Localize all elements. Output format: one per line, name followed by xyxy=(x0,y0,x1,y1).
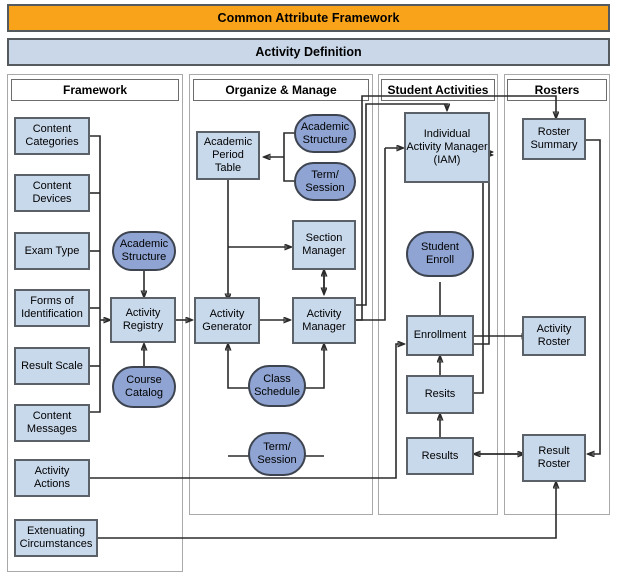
node-exam-type[interactable]: Exam Type xyxy=(14,232,90,270)
node-content-categories[interactable]: Content Categories xyxy=(14,117,90,155)
node-individual-activity-manager[interactable]: Individual Activity Manager (IAM) xyxy=(404,112,490,183)
node-extenuating-circumstances[interactable]: Extenuating Circumstances xyxy=(14,519,98,557)
node-section-manager[interactable]: Section Manager xyxy=(292,220,356,270)
node-class-schedule[interactable]: Class Schedule xyxy=(248,365,306,407)
node-enrollment[interactable]: Enrollment xyxy=(406,315,474,356)
panel-framework xyxy=(7,74,183,572)
node-result-roster[interactable]: Result Roster xyxy=(522,434,586,482)
panel-student-activities xyxy=(378,74,498,515)
node-resits[interactable]: Resits xyxy=(406,375,474,414)
node-result-scale[interactable]: Result Scale xyxy=(14,347,90,385)
node-student-enroll[interactable]: Student Enroll xyxy=(406,231,474,277)
node-academic-structure-framework[interactable]: Academic Structure xyxy=(112,231,176,271)
node-term-session-bottom[interactable]: Term/ Session xyxy=(248,432,306,476)
page-title-banner: Common Attribute Framework xyxy=(7,4,610,32)
node-activity-registry[interactable]: Activity Registry xyxy=(110,297,176,343)
panel-rosters xyxy=(504,74,610,515)
node-activity-manager[interactable]: Activity Manager xyxy=(292,297,356,344)
subsection-banner: Activity Definition xyxy=(7,38,610,66)
node-term-session-organize[interactable]: Term/ Session xyxy=(294,162,356,201)
panel-header-framework: Framework xyxy=(11,79,179,101)
node-forms-of-identification[interactable]: Forms of Identification xyxy=(14,289,90,327)
node-content-devices[interactable]: Content Devices xyxy=(14,174,90,212)
node-roster-summary[interactable]: Roster Summary xyxy=(522,118,586,160)
node-content-messages[interactable]: Content Messages xyxy=(14,404,90,442)
node-academic-period-table[interactable]: Academic Period Table xyxy=(196,131,260,180)
node-activity-generator[interactable]: Activity Generator xyxy=(194,297,260,344)
node-activity-actions[interactable]: Activity Actions xyxy=(14,459,90,497)
node-course-catalog[interactable]: Course Catalog xyxy=(112,366,176,408)
panel-organize xyxy=(189,74,373,515)
node-results[interactable]: Results xyxy=(406,437,474,475)
panel-header-organize: Organize & Manage xyxy=(193,79,369,101)
node-activity-roster[interactable]: Activity Roster xyxy=(522,316,586,356)
node-academic-structure-organize[interactable]: Academic Structure xyxy=(294,114,356,153)
